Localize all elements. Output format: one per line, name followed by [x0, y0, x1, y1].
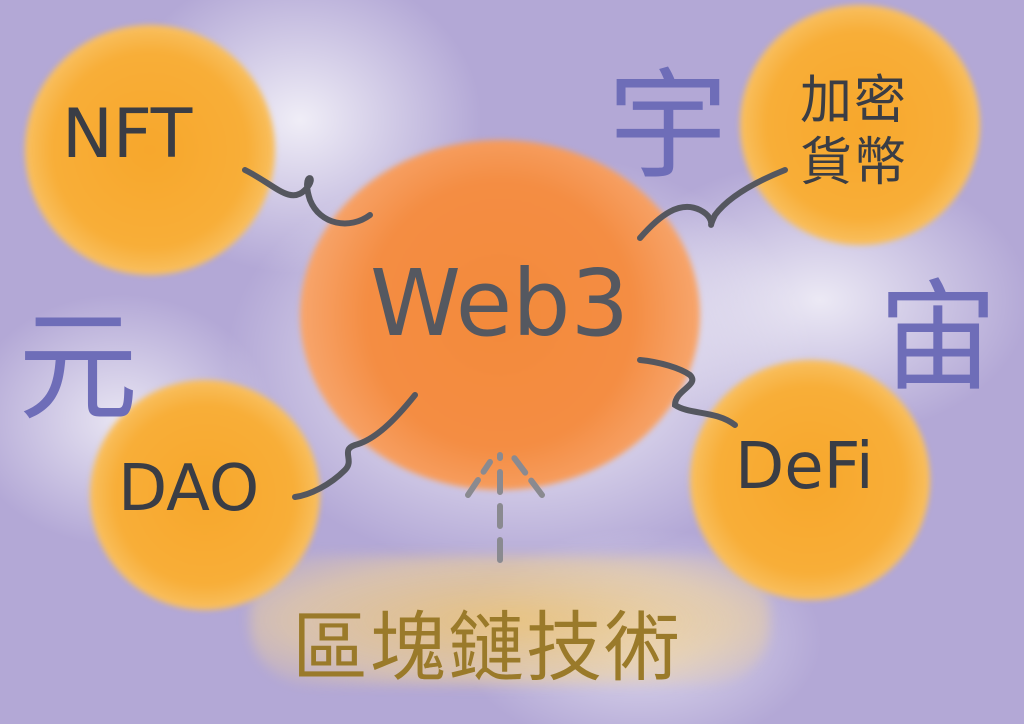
dao-label: DAO	[118, 452, 259, 526]
arrow-head-left	[468, 462, 490, 495]
metaverse-char-zhou: 宙	[878, 240, 998, 414]
metaverse-char-yu: 宇	[608, 28, 728, 202]
web3-label: Web3	[370, 250, 629, 357]
blockchain-label: 區塊鏈技術	[292, 586, 682, 696]
connector-nft	[245, 170, 370, 223]
connector-defi	[640, 360, 735, 425]
connector-dao	[295, 395, 415, 497]
nft-label: NFT	[62, 95, 192, 174]
defi-label: DeFi	[735, 430, 874, 504]
arrow-head-right	[512, 455, 542, 495]
metaverse-char-yuan: 元	[18, 270, 138, 444]
crypto-label-line2: 貨幣	[800, 120, 908, 195]
